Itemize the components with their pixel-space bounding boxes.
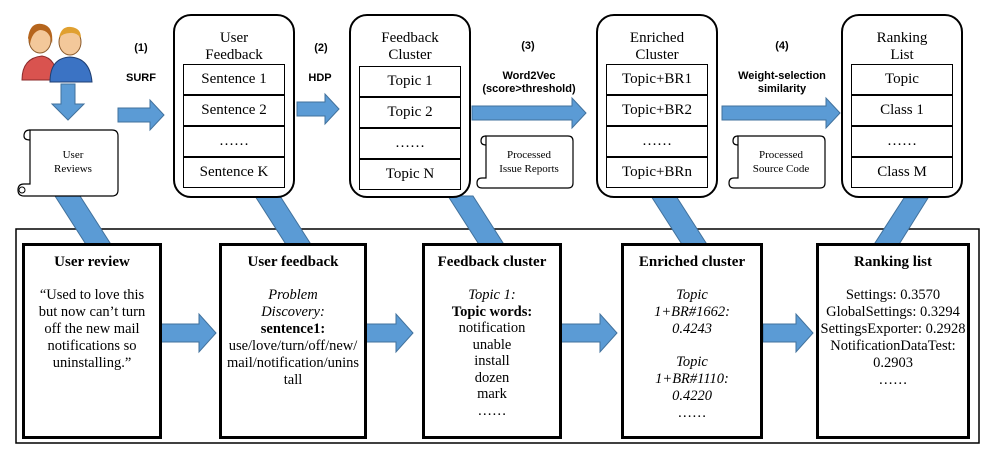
- source-code-scroll-icon: [728, 135, 826, 189]
- topic-word: install: [474, 353, 510, 369]
- feedback-category: Problem Discovery:: [261, 287, 325, 320]
- step-3-number: (3): [521, 40, 535, 52]
- arrow-enriched-to-ranking: [721, 96, 841, 130]
- enriched-cluster-heading: Enriched cluster: [638, 254, 746, 270]
- connector-cluster: [447, 195, 506, 247]
- user-feedback-stack-title: User Feedback: [205, 30, 263, 63]
- feedback-cluster-stack-title: Feedback Cluster: [381, 30, 439, 63]
- ranking-list-stack: Ranking List Topic Class 1 …… Class M: [841, 14, 963, 198]
- arrow-bottom-1: [158, 312, 217, 354]
- user-reviews-scroll-icon: [17, 129, 119, 197]
- stack-cell: Topic 1: [359, 66, 461, 97]
- ranking-list-heading: Ranking list: [854, 254, 932, 270]
- ranking-entry: Settings: 0.3570: [845, 287, 941, 303]
- topic-words-label: Topic words:: [451, 303, 533, 320]
- cluster-topic: Topic 1:: [468, 287, 516, 303]
- stack-cell: Class 1: [851, 95, 953, 126]
- feedback-cluster-heading: Feedback cluster: [437, 254, 547, 270]
- topic-word: unable: [472, 336, 512, 353]
- stack-cell: Sentence K: [183, 157, 285, 188]
- stack-cell: ……: [359, 128, 461, 159]
- bottom-frame: [15, 228, 980, 444]
- arrow-feedback-to-cluster: [296, 92, 340, 126]
- arrow-bottom-2: [363, 312, 414, 354]
- ranking-list-card: Ranking list Settings: 0.3570 GlobalSett…: [816, 243, 970, 439]
- arrow-bottom-4: [762, 312, 814, 354]
- step-2-label: HDP: [308, 72, 332, 84]
- topic-word: dozen: [474, 369, 510, 386]
- user-review-card: User review “Used to love this but now c…: [22, 243, 162, 439]
- issue-reports-scroll-icon: [476, 135, 574, 189]
- connector-enriched: [650, 195, 709, 247]
- ranking-entry: SettingsExporter: 0.2928: [820, 321, 966, 337]
- arrow-cluster-to-enriched: [471, 96, 587, 130]
- enriched-cluster-card: Enriched cluster Topic 1+BR#1662: 0.4243…: [621, 243, 763, 439]
- connector-ranking: [872, 197, 929, 247]
- user-reviews-doc-label: User Reviews: [54, 149, 92, 175]
- ranking-ellipsis: ……: [878, 372, 908, 388]
- enriched-entry: Topic 1+BR#1110: 0.4220: [655, 354, 729, 404]
- enriched-cluster-stack-title: Enriched Cluster: [629, 30, 685, 63]
- arrow-user-down: [50, 83, 86, 121]
- ranking-list-stack-title: Ranking List: [876, 30, 928, 63]
- stack-cell: Sentence 1: [183, 64, 285, 95]
- enriched-entry: Topic 1+BR#1662: 0.4243: [654, 287, 730, 337]
- stack-cell: Topic N: [359, 159, 461, 190]
- ranking-entry: NotificationDataTest: 0.2903: [830, 338, 956, 371]
- user-review-text: “Used to love this but now can’t turn of…: [38, 287, 146, 371]
- topic-word: ……: [477, 402, 507, 419]
- user-review-heading: User review: [54, 254, 130, 270]
- stack-cell: Topic+BR2: [606, 95, 708, 126]
- feedback-cluster-stack: Feedback Cluster Topic 1 Topic 2 …… Topi…: [349, 14, 471, 198]
- stack-cell: Sentence 2: [183, 95, 285, 126]
- step-1-number: (1): [134, 42, 148, 54]
- sentence-words: use/love/turn/off/new/mail/notification/…: [226, 338, 360, 388]
- step-3-label: Word2Vec (score>threshold): [482, 70, 576, 95]
- stack-cell: Topic+BR1: [606, 64, 708, 95]
- arrow-reviews-to-feedback: [117, 98, 165, 132]
- step-4-label: Weight-selection similarity: [738, 70, 826, 95]
- arrow-bottom-3: [559, 312, 618, 354]
- stack-cell: ……: [851, 126, 953, 157]
- user-feedback-card: User feedback Problem Discovery: sentenc…: [219, 243, 367, 439]
- feedback-cluster-card: Feedback cluster Topic 1: Topic words: n…: [422, 243, 562, 439]
- stack-cell: ……: [606, 126, 708, 157]
- stack-cell: Topic: [851, 64, 953, 95]
- stack-cell: Topic+BRn: [606, 157, 708, 188]
- issue-reports-doc-label: Processed Issue Reports: [499, 149, 559, 175]
- step-2-number: (2): [314, 42, 328, 54]
- ranking-entry: GlobalSettings: 0.3294: [826, 304, 960, 320]
- enriched-ellipsis: ……: [677, 405, 707, 421]
- step-4-number: (4): [775, 40, 789, 52]
- stack-cell: ……: [183, 126, 285, 157]
- source-code-doc-label: Processed Source Code: [752, 149, 810, 175]
- connector-reviews: [54, 195, 113, 247]
- user-feedback-heading: User feedback: [247, 254, 339, 270]
- topic-word: mark: [477, 386, 507, 402]
- enriched-cluster-stack: Enriched Cluster Topic+BR1 Topic+BR2 …… …: [596, 14, 718, 198]
- step-1-label: SURF: [126, 72, 156, 84]
- users-icon: [21, 23, 93, 83]
- sentence-label: sentence1:: [260, 321, 326, 337]
- user-feedback-stack: User Feedback Sentence 1 Sentence 2 …… S…: [173, 14, 295, 198]
- stack-cell: Class M: [851, 157, 953, 188]
- topic-word: notification: [458, 320, 526, 336]
- connector-feedback: [254, 195, 313, 247]
- stack-cell: Topic 2: [359, 97, 461, 128]
